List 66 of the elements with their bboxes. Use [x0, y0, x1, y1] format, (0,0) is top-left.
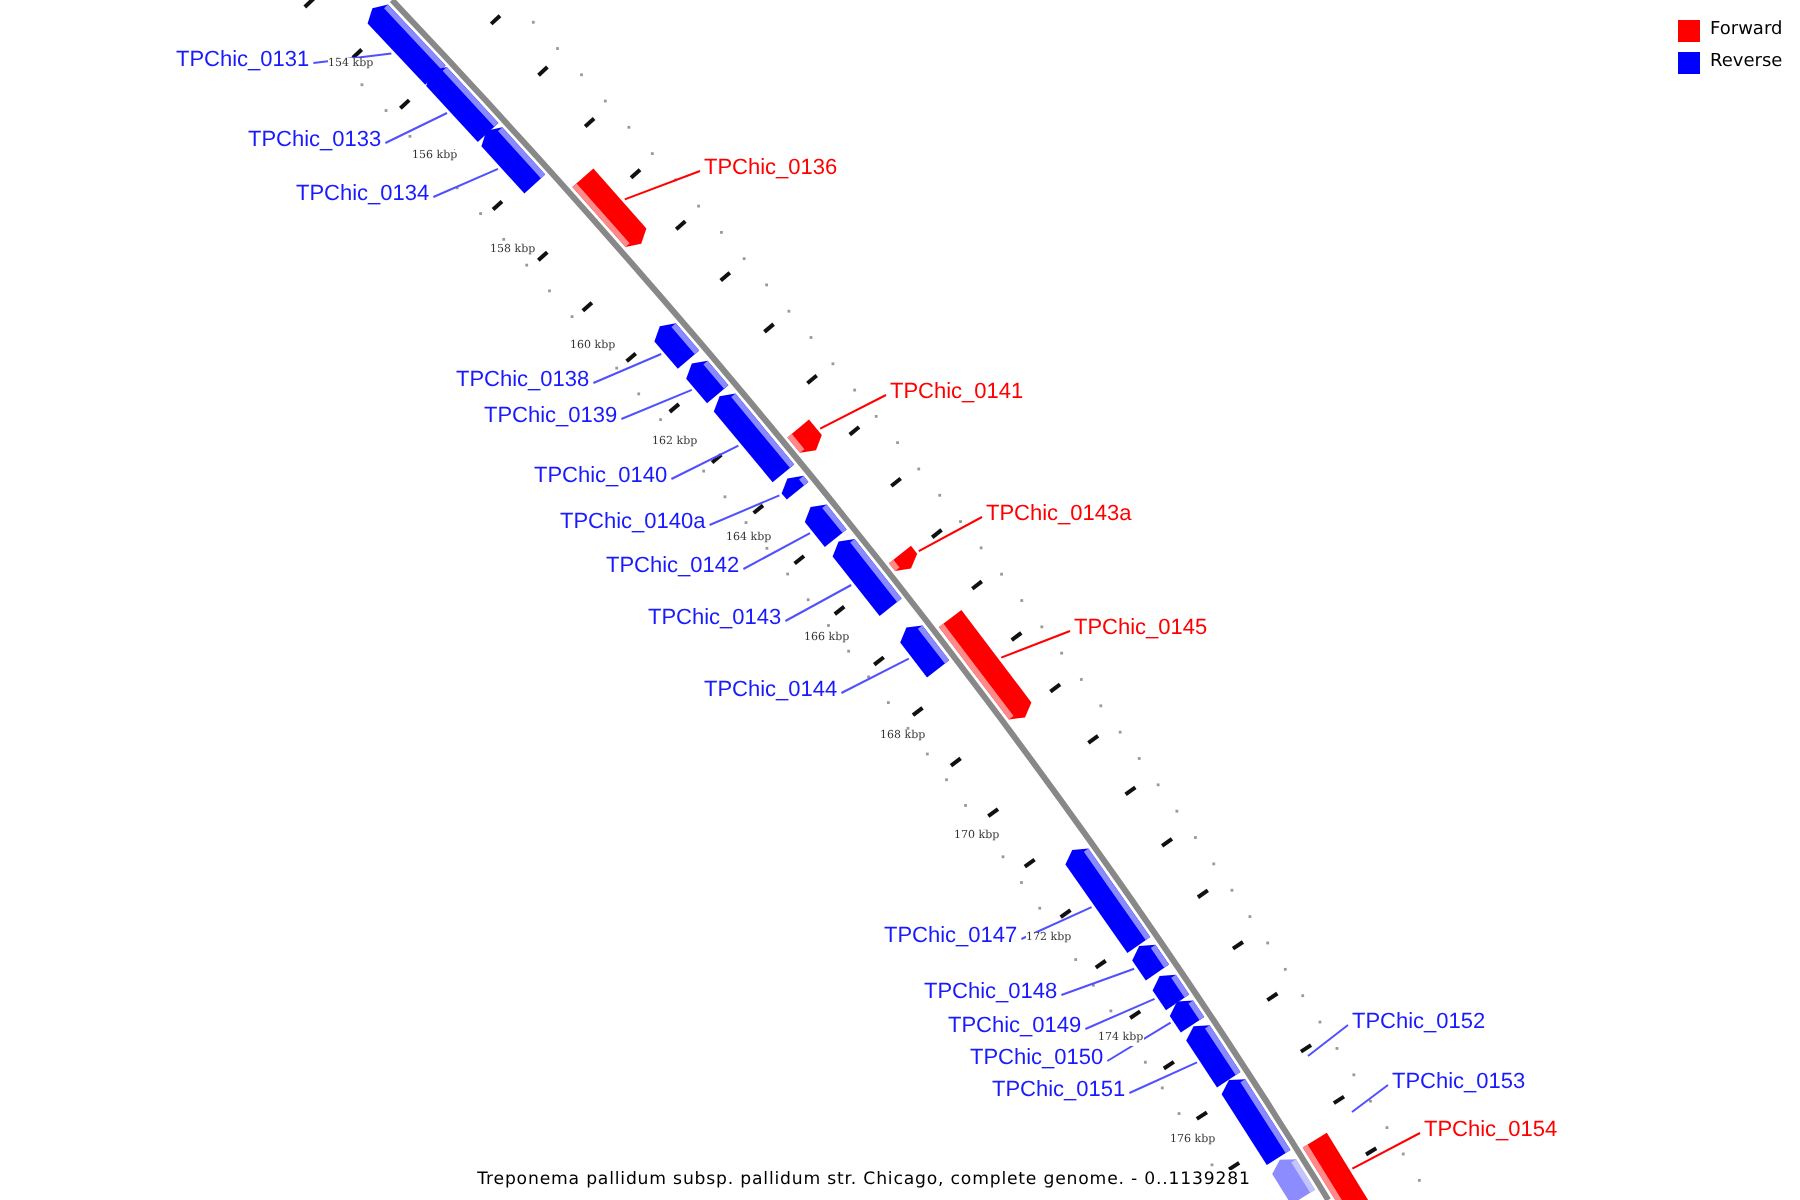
gene-label: TPChic_0149 [948, 1014, 1082, 1040]
reverse-gene-bar [1132, 944, 1169, 981]
gene-label: TPChic_0136 [704, 156, 838, 182]
reverse-gene-bar [804, 504, 847, 547]
leader-line [384, 112, 448, 144]
leader-line [620, 388, 693, 420]
leader-line [312, 52, 393, 64]
legend-label: Reverse [1710, 50, 1783, 74]
leader-line [432, 167, 499, 198]
leader-line [742, 532, 811, 570]
gene-label: TPChic_0145 [1074, 616, 1208, 642]
leader-line [840, 657, 910, 694]
forward-gene-bar [1302, 1132, 1369, 1200]
forward-gene-bar [787, 419, 822, 453]
gene-label: TPChic_0153 [1392, 1070, 1526, 1096]
leader-line [623, 170, 701, 201]
gene-label: TPChic_0142 [606, 554, 740, 580]
gene-label: TPChic_0141 [890, 380, 1024, 406]
leader-line [1128, 1061, 1198, 1094]
forward-gene-bar [939, 610, 1032, 720]
gene-label: TPChic_0138 [456, 368, 590, 394]
reverse-gene-bar [1186, 1025, 1241, 1088]
leader-line [670, 444, 740, 480]
reverse-gene-bar [426, 67, 499, 142]
caption: Treponema pallidum subsp. pallidum str. Chicago, complete genome. - 0..1139281 [477, 1170, 1251, 1192]
gene-label: TPChic_0150 [970, 1046, 1104, 1072]
reverse-gene-bar [832, 539, 902, 616]
forward-gene-bar [889, 545, 918, 571]
gene-label: TPChic_0152 [1352, 1010, 1486, 1036]
reverse-gene-bar [481, 127, 546, 194]
reverse-gene-bar [654, 323, 700, 369]
gene-label: TPChic_0143a [986, 502, 1132, 528]
reverse-gene-bar [1169, 1000, 1205, 1033]
gene-label: TPChic_0133 [248, 128, 382, 154]
gene-label: TPChic_0147 [884, 924, 1018, 950]
leader-line [1060, 967, 1136, 996]
reverse-gene-bar [781, 475, 809, 500]
gene-label: TPChic_0134 [296, 182, 430, 208]
gene-label: TPChic_0140 [534, 464, 668, 490]
reverse-gene-bar [713, 393, 795, 483]
leader-line [1084, 997, 1156, 1030]
gene-label: TPChic_0140a [560, 510, 706, 536]
forward-gene-bar [572, 168, 647, 247]
reverse-gene-bar [686, 360, 729, 404]
leader-line [917, 516, 983, 553]
leader-line [819, 394, 887, 430]
reverse-gene-bar [1272, 1159, 1315, 1200]
gene-label: TPChic_0144 [704, 678, 838, 704]
gene-label: TPChic_0154 [1424, 1118, 1558, 1144]
gene-label: TPChic_0148 [924, 980, 1058, 1006]
leader-line [1351, 1084, 1389, 1113]
leader-line [1307, 1024, 1349, 1057]
leader-line [1000, 630, 1071, 659]
leader-line [1020, 906, 1093, 940]
reverse-gene-bar [1221, 1079, 1291, 1165]
leader-line [784, 584, 853, 622]
gene-label: TPChic_0151 [992, 1078, 1126, 1104]
gene-label: TPChic_0143 [648, 606, 782, 632]
gene-label: TPChic_0131 [176, 48, 310, 74]
leader-line [708, 494, 781, 526]
reverse-gene-bar [900, 625, 950, 678]
gene-label: TPChic_0139 [484, 404, 618, 430]
leader-line [1106, 1021, 1172, 1062]
leader-line [592, 353, 663, 384]
legend-label: Forward [1710, 18, 1783, 42]
leader-line [1351, 1132, 1421, 1170]
